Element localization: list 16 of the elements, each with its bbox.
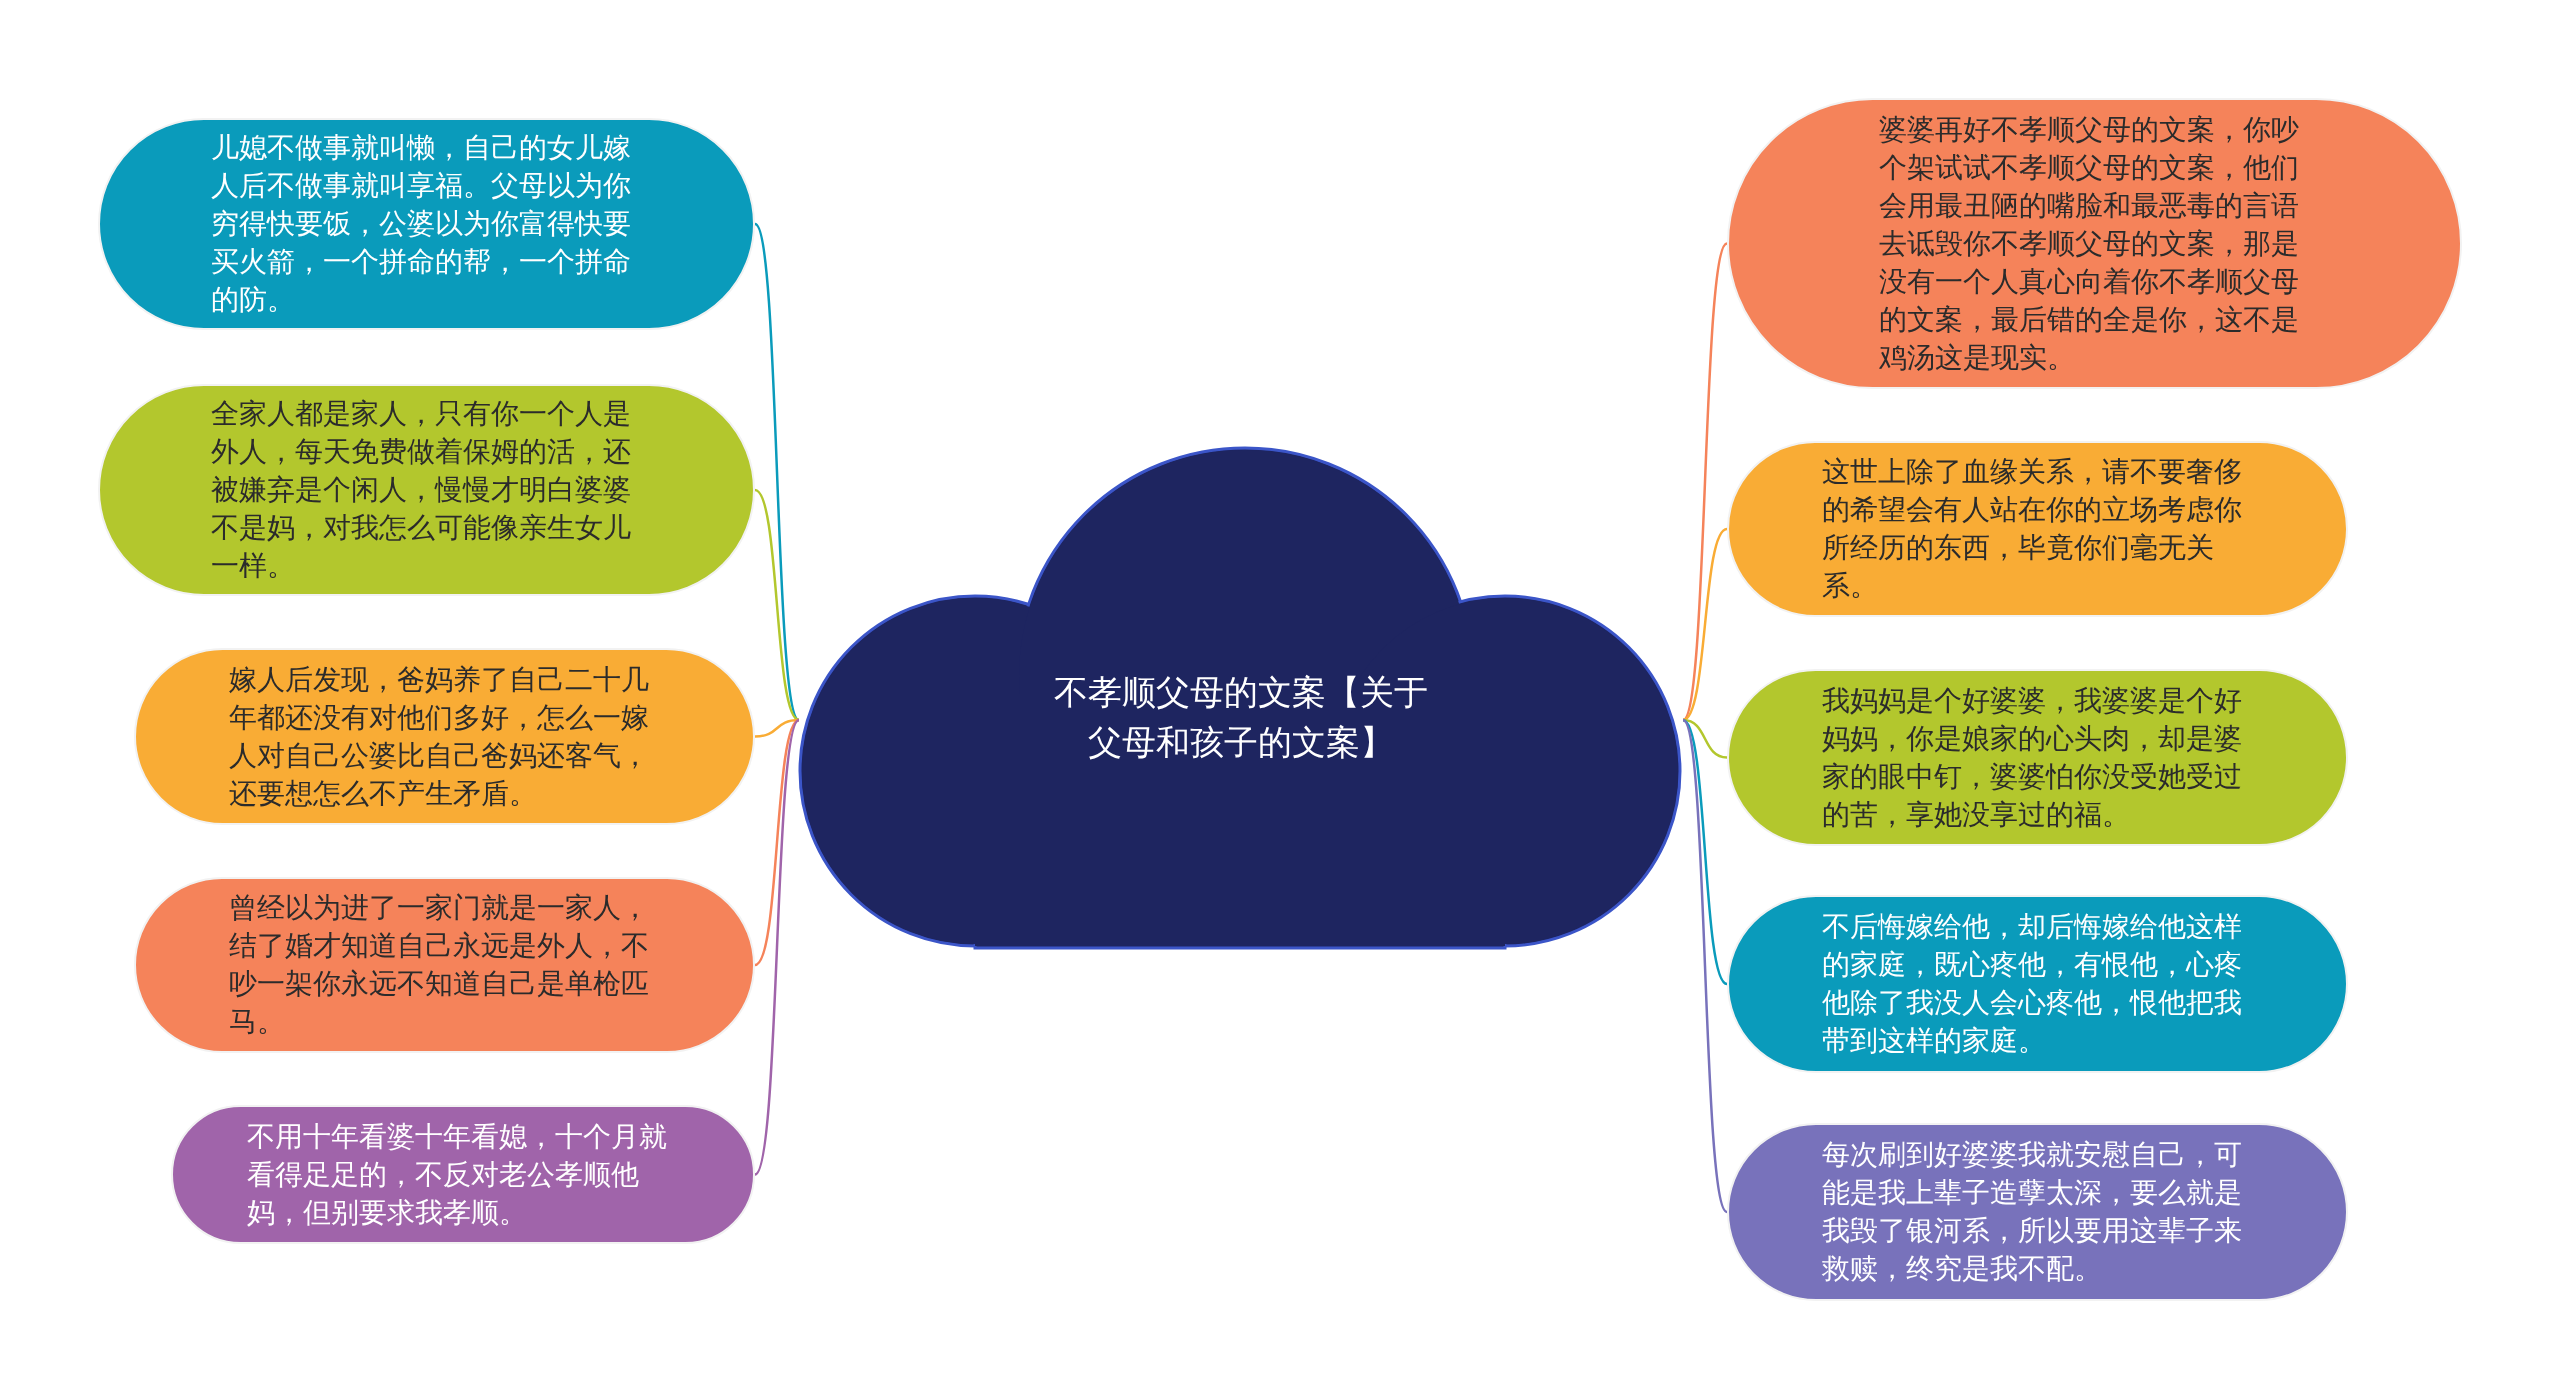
topic-text: 嫁人后发现，爸妈养了自己二十几年都还没有对他们多好，怎么一嫁人对自己公婆比自己爸妈还客气，还要想怎么不产生矛盾。	[228, 661, 650, 812]
topic-text: 婆婆再好不孝顺父母的文案，你吵个架试试不孝顺父母的文案，他们会用最丑陋的嘴脸和最恶毒的言语去诋毁你不孝顺父母的文案，那是没有一个人真心向着你不孝顺父母的文案，最后错的全是你，这不是鸡汤这是现实。	[1878, 111, 2300, 376]
topic-text: 曾经以为进了一家门就是一家人，结了婚才知道自己永远是外人，不吵一架你永远不知道自己是单枪匹马。	[228, 890, 650, 1040]
topic-text: 这世上除了血缘关系，请不要奢侈的希望会有人站在你的立场考虑你所经历的东西，毕竟你们毫无关系。	[1821, 454, 2243, 604]
connector-line	[754, 489, 800, 721]
topic-text: 全家人都是家人，只有你一个人是外人，每天免费做着保姆的活，还被嫌弃是个闲人，慢慢才明白婆婆不是妈，对我怎么可能像亲生女儿一样。	[210, 396, 632, 584]
connector-line	[1682, 718, 1728, 759]
connector-line	[1681, 719, 1729, 1213]
topic-text: 每次刷到好婆婆我就安慰自己，可能是我上辈子造孽太深，要么就是我毁了银河系，所以要用这辈子来救赎，终究是我不配。	[1821, 1137, 2243, 1287]
topic-text: 我妈妈是个好婆婆，我婆婆是个好妈妈，你是娘家的心头肉，却是婆家的眼中钉，婆婆怕你没受她受过的苦，享她没享过的福。	[1821, 682, 2243, 833]
topic-text: 不后悔嫁给他，却后悔嫁给他这样的家庭，既心疼他，有恨他，心疼他除了我没人会心疼他，恨他把我带到这样的家庭。	[1821, 909, 2243, 1059]
connector-line	[1682, 527, 1728, 722]
central-topic: 不孝顺父母的文案【关于父母和孩子的文案】	[1053, 671, 1429, 764]
topic-text: 儿媳不做事就叫懒，自己的女儿嫁人后不做事就叫享福。父母以为你穷得快要饭，公婆以为你富得快要买火箭，一个拼命的帮，一个拼命的防。	[210, 130, 632, 318]
topic-text: 不用十年看婆十年看媳，十个月就看得足足的，不反对老公孝顺他妈，但别要求我孝顺。	[247, 1118, 668, 1231]
connector-line	[754, 718, 800, 738]
